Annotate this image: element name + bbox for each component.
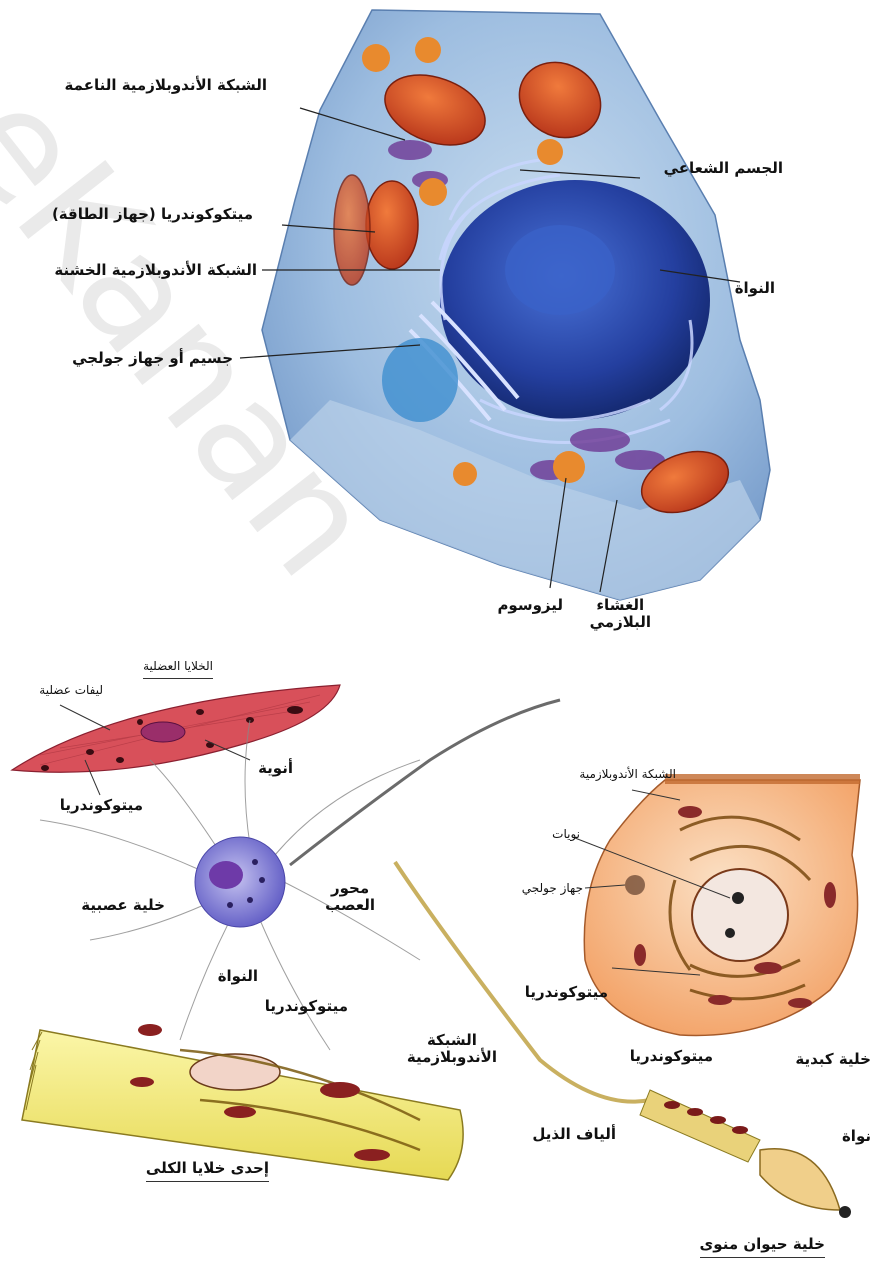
label-nucleus: النواة: [735, 280, 775, 297]
label-smooth-er: الشبكة الأندوبلازمية الناعمة: [65, 77, 267, 94]
label-liver-golgi: جهاز جولجي: [522, 882, 583, 896]
label-sperm-mito: ميتوكوندريا: [630, 1048, 713, 1065]
label-sperm-cell: خلية حيوان منوى: [700, 1236, 825, 1258]
label-golgi: جسيم أو جهاز جولجي: [72, 350, 233, 367]
label-plasma-membrane: الغشاء البلازمي: [590, 597, 651, 632]
kidney-cell: [22, 1024, 463, 1180]
label-muscle-title: الخلايا العضلية: [143, 660, 213, 679]
label-centrosome: الجسم الشعاعي: [664, 160, 783, 177]
label-liver-cell: خلية كبدية: [795, 1051, 871, 1068]
label-kidney-er: الشبكة الأندوبلازمية: [407, 1032, 497, 1067]
label-sperm-tail: ألياف الذيل: [532, 1126, 616, 1143]
label-kidney-cell: إحدى خلايا الكلى: [146, 1160, 269, 1182]
label-mitochondria: ميتكوكوندريا (جهاز الطاقة): [52, 206, 253, 223]
nucleolus-shape: [505, 225, 615, 315]
label-sperm-nucleus: نواة: [842, 1128, 871, 1145]
label-axon: محور العصب: [325, 880, 375, 915]
label-nerve-cell: خلية عصبية: [81, 897, 165, 914]
label-muscle-nuclei: أنوية: [258, 760, 293, 777]
label-liver-nucleoli: نويات: [552, 828, 580, 842]
liver-cell: [575, 774, 860, 1035]
lysosome-shape: [553, 451, 585, 483]
muscle-cell: [12, 685, 340, 795]
label-liver-mito: ميتوكوندريا: [525, 984, 608, 1001]
label-nerve-nucleus: النواة: [218, 968, 258, 985]
label-lysosome: ليزوسوم: [497, 597, 563, 614]
label-nerve-mito: ميتوكوندريا: [265, 998, 348, 1015]
label-muscle-mito: ميتوكوندريا: [60, 797, 143, 814]
label-muscle-fibers: ليفات عضلية: [39, 684, 103, 698]
label-liver-er: الشبكة الأندوبلازمية: [579, 768, 676, 782]
label-rough-er: الشبكة الأندوبلازمية الخشنة: [54, 262, 257, 279]
